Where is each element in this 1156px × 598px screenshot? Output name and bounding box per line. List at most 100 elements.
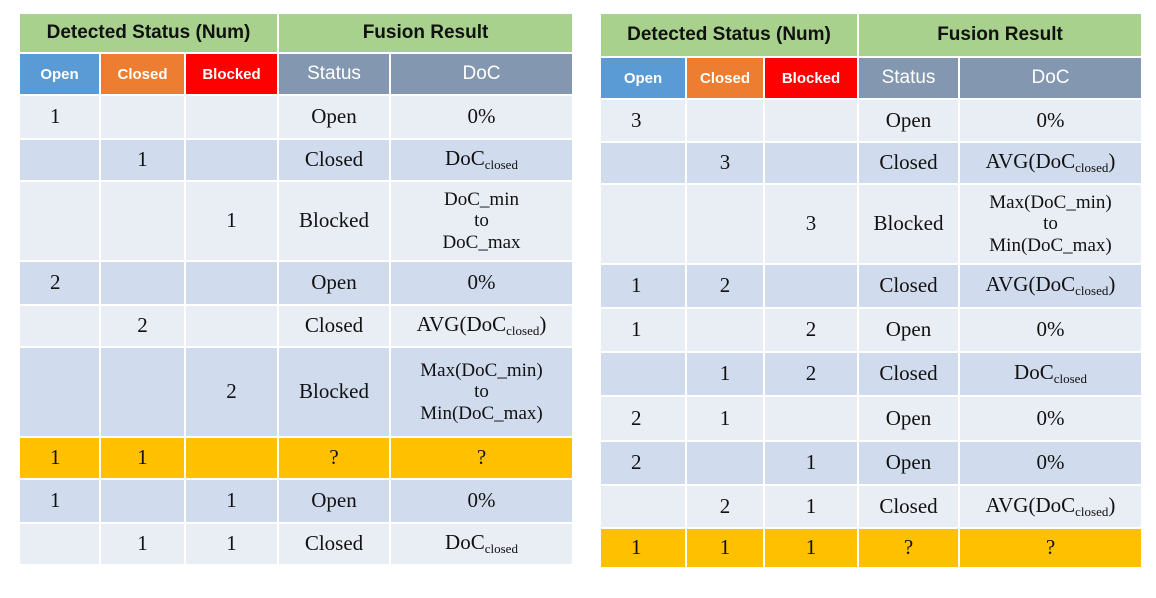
blocked-count-cell	[186, 140, 277, 180]
open-column-header: Open	[601, 58, 685, 98]
doc-suffix: )	[1108, 492, 1116, 517]
doc-line: Min(DoC_max)	[420, 402, 543, 424]
doc-cell: DoCclosed	[391, 524, 572, 564]
fusion-table-right: Detected Status (Num) Fusion Result Open…	[599, 12, 1143, 569]
doc-line: to	[474, 381, 489, 403]
doc-cell: DoCclosed	[960, 353, 1141, 395]
table-row: 1 Open 0%	[20, 96, 572, 138]
open-count-cell	[601, 143, 685, 183]
status-cell: Closed	[279, 140, 389, 180]
blocked-count-cell	[765, 100, 857, 141]
closed-count-cell	[101, 262, 184, 304]
blocked-count-cell: 1	[765, 529, 857, 567]
closed-count-cell: 2	[687, 486, 763, 527]
closed-count-cell	[101, 182, 184, 260]
status-cell: ?	[279, 438, 389, 478]
doc-value: ?	[1045, 535, 1056, 560]
blocked-count-cell: 1	[186, 524, 277, 564]
doc-cell: AVG(DoCclosed)	[960, 486, 1141, 527]
doc-subscript: closed	[484, 541, 518, 557]
status-cell: Closed	[859, 265, 958, 307]
open-count-cell: 1	[20, 480, 99, 522]
blocked-count-cell: 2	[765, 353, 857, 395]
blocked-count-cell: 1	[765, 442, 857, 484]
status-cell: Open	[859, 100, 958, 141]
doc-line: to	[1043, 213, 1058, 235]
doc-cell: AVG(DoCclosed)	[391, 306, 572, 346]
doc-value: 0%	[467, 104, 496, 129]
closed-count-cell: 1	[687, 397, 763, 440]
doc-cell: 0%	[960, 100, 1141, 141]
doc-line: to	[474, 210, 489, 232]
blocked-count-cell: 1	[186, 182, 277, 260]
doc-cell: ?	[960, 529, 1141, 567]
doc-value: 0%	[467, 270, 496, 295]
closed-count-cell	[101, 480, 184, 522]
status-cell: Open	[859, 442, 958, 484]
closed-column-header: Closed	[101, 54, 184, 94]
doc-value: AVG(DoC	[416, 312, 507, 337]
doc-subscript: closed	[1053, 371, 1087, 387]
doc-cell: 0%	[960, 397, 1141, 440]
doc-line: Min(DoC_max)	[989, 234, 1112, 256]
blocked-count-cell: 1	[765, 486, 857, 527]
open-count-cell: 1	[20, 438, 99, 478]
fusion-result-header: Fusion Result	[279, 14, 572, 52]
doc-value: AVG(DoC	[985, 149, 1076, 174]
doc-subscript: closed	[1075, 503, 1109, 519]
blocked-count-cell	[765, 143, 857, 183]
closed-count-cell	[101, 348, 184, 436]
closed-count-cell: 1	[101, 140, 184, 180]
open-count-cell: 1	[601, 265, 685, 307]
doc-value: 0%	[1036, 317, 1065, 342]
doc-column-header: DoC	[391, 54, 572, 94]
closed-count-cell	[687, 442, 763, 484]
status-column-header: Status	[859, 58, 958, 98]
closed-count-cell	[687, 309, 763, 351]
open-count-cell	[20, 524, 99, 564]
fusion-table-left: Detected Status (Num) Fusion Result Open…	[18, 12, 574, 566]
open-count-cell: 2	[601, 442, 685, 484]
blocked-count-cell	[765, 265, 857, 307]
status-cell: Closed	[279, 306, 389, 346]
doc-value: AVG(DoC	[985, 272, 1076, 297]
open-count-cell: 1	[601, 309, 685, 351]
doc-line: Max(DoC_min)	[420, 360, 543, 382]
open-count-cell	[20, 182, 99, 260]
doc-column-header: DoC	[960, 58, 1141, 98]
status-cell: Open	[279, 96, 389, 138]
doc-cell: ?	[391, 438, 572, 478]
open-count-cell: 3	[601, 100, 685, 141]
doc-subscript: closed	[484, 157, 518, 173]
open-count-cell: 2	[20, 262, 99, 304]
status-cell: Blocked	[279, 348, 389, 436]
closed-count-cell	[101, 96, 184, 138]
closed-count-cell: 2	[687, 265, 763, 307]
blocked-column-header: Blocked	[765, 58, 857, 98]
closed-count-cell: 1	[687, 353, 763, 395]
open-count-cell	[601, 185, 685, 263]
doc-suffix: )	[1108, 149, 1116, 174]
open-count-cell: 1	[20, 96, 99, 138]
status-cell: Blocked	[859, 185, 958, 263]
open-count-cell	[20, 140, 99, 180]
doc-value: DoC	[445, 530, 485, 555]
closed-count-cell: 1	[101, 438, 184, 478]
doc-cell: 0%	[960, 309, 1141, 351]
doc-cell: 0%	[391, 96, 572, 138]
fusion-result-header: Fusion Result	[859, 14, 1141, 56]
